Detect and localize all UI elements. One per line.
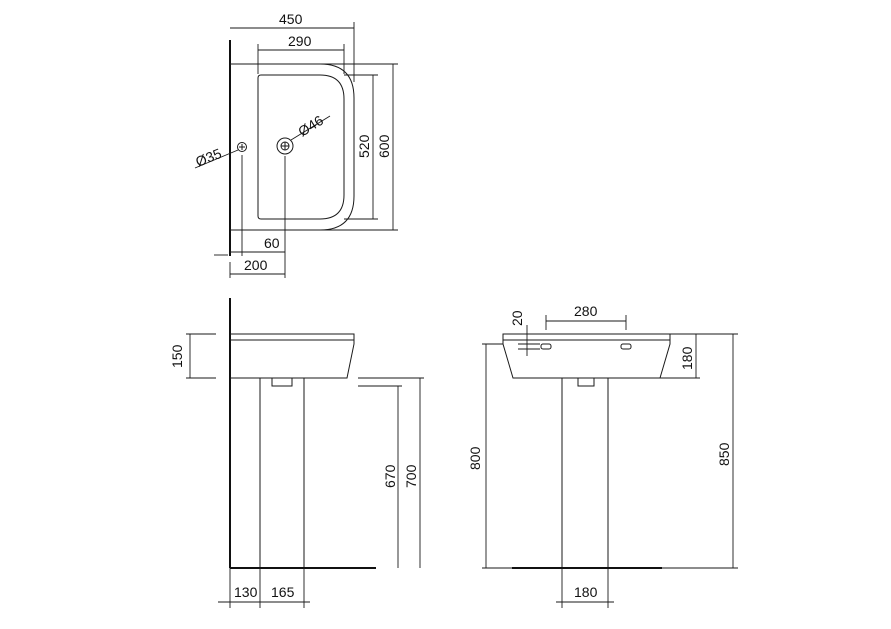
dim-180-width: 180 — [574, 584, 598, 600]
dim-180-height: 180 — [679, 346, 695, 370]
dim-130: 130 — [234, 584, 258, 600]
dim-165: 165 — [271, 584, 295, 600]
dim-450: 450 — [279, 11, 303, 27]
dim-850: 850 — [716, 442, 732, 466]
front-hole-left — [540, 343, 552, 350]
front-view: 280 20 800 180 850 180 — [467, 303, 738, 608]
plan-view: 450 290 600 520 Ø46 Ø35 60 200 — [193, 11, 398, 278]
front-hole-right — [620, 343, 632, 350]
dim-700: 700 — [403, 464, 419, 488]
side-waste-trap — [271, 377, 293, 387]
dim-520: 520 — [356, 134, 372, 158]
dim-670: 670 — [382, 464, 398, 488]
dim-waste: Ø46 — [295, 112, 326, 140]
bowl-outline — [257, 74, 345, 220]
dim-600: 600 — [376, 134, 392, 158]
front-waste-trap — [577, 377, 595, 387]
dim-280: 280 — [574, 303, 598, 319]
dim-tap-hole: Ø35 — [193, 145, 224, 170]
side-pedestal — [259, 377, 305, 569]
dim-60: 60 — [264, 235, 280, 251]
dim-200: 200 — [244, 257, 268, 273]
front-basin — [502, 333, 671, 379]
waste-outer — [276, 137, 294, 155]
tap-hole — [237, 142, 247, 152]
dim-800: 800 — [467, 446, 483, 470]
side-view: 150 670 700 130 165 — [169, 298, 424, 608]
side-basin — [230, 333, 355, 379]
dim-290: 290 — [288, 33, 312, 49]
front-pedestal — [561, 377, 609, 569]
basin-outline — [230, 63, 355, 231]
dim-150: 150 — [169, 344, 185, 368]
dim-20: 20 — [509, 310, 525, 326]
